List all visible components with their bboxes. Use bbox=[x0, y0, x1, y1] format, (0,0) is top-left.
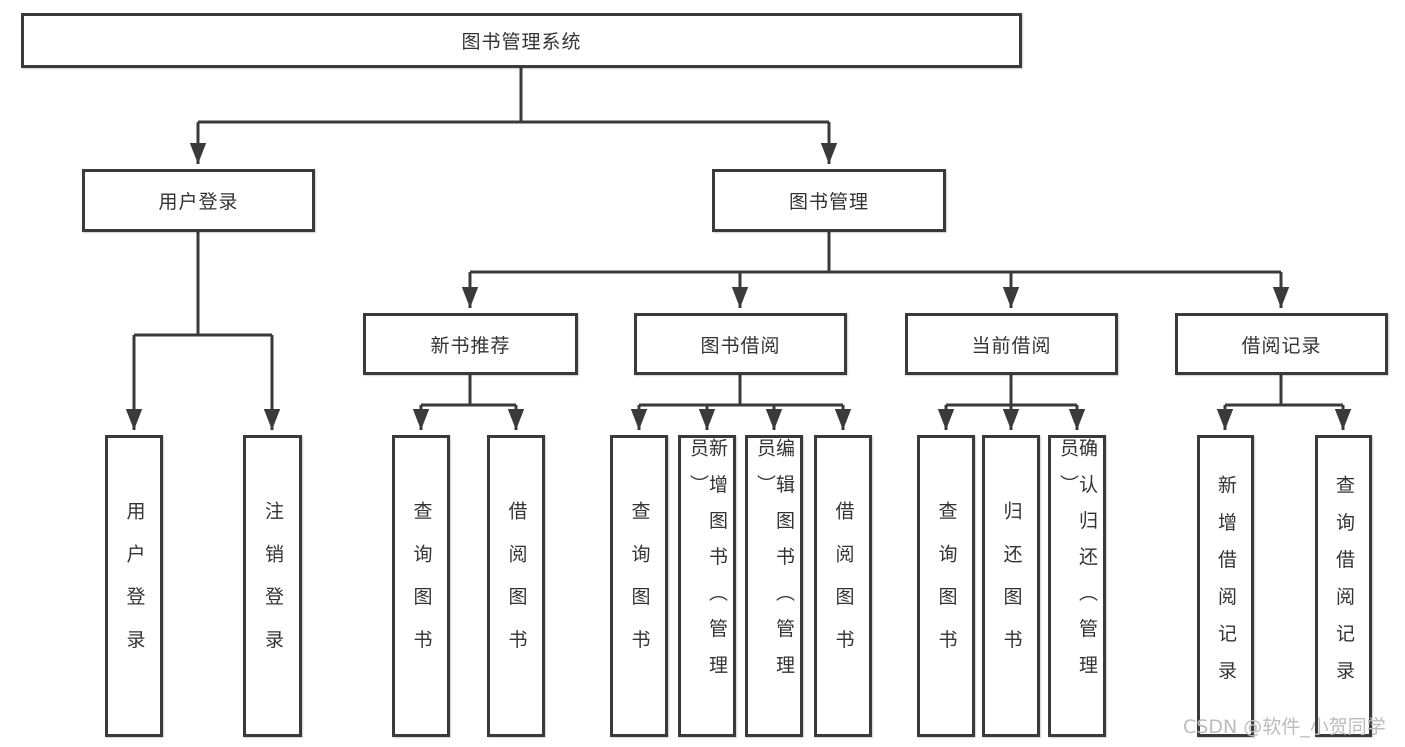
node-label: 查询图书 bbox=[628, 500, 651, 672]
node-label: 确认归还（管理员） bbox=[1057, 438, 1098, 691]
leaf-logout: 注销登录 bbox=[243, 435, 302, 737]
node-new-book-recommend: 新书推荐 bbox=[363, 313, 578, 375]
node-label: 新增借阅记录 bbox=[1215, 474, 1237, 698]
node-label: 用户登录 bbox=[123, 500, 146, 672]
node-borrowing-records: 借阅记录 bbox=[1175, 313, 1388, 375]
leaf-query-books: 查询图书 bbox=[610, 435, 668, 737]
node-label: 借阅图书 bbox=[832, 500, 855, 672]
leaf-query-borrow-record: 查询借阅记录 bbox=[1315, 435, 1372, 737]
node-label: 当前借阅 bbox=[971, 334, 1052, 357]
node-library-system: 图书管理系统 bbox=[21, 13, 1022, 68]
node-label: 查询图书 bbox=[935, 500, 958, 672]
leaf-add-borrow-record: 新增借阅记录 bbox=[1197, 435, 1254, 737]
node-label: 图书借阅 bbox=[700, 334, 781, 357]
node-current-borrowing: 当前借阅 bbox=[905, 313, 1118, 375]
leaf-query-books: 查询图书 bbox=[392, 435, 450, 737]
node-label: 查询借阅记录 bbox=[1333, 474, 1355, 698]
leaf-confirm-return-admin: 确认归还（管理员） bbox=[1048, 435, 1106, 737]
node-label: 编辑图书（管理员） bbox=[754, 438, 795, 691]
node-book-borrowing: 图书借阅 bbox=[634, 313, 847, 375]
leaf-query-books: 查询图书 bbox=[917, 435, 975, 737]
node-user-login: 用户登录 bbox=[82, 169, 315, 232]
node-label: 图书管理 bbox=[788, 191, 869, 213]
node-label: 新书推荐 bbox=[430, 334, 511, 357]
leaf-return-books: 归还图书 bbox=[982, 435, 1040, 737]
node-book-management: 图书管理 bbox=[712, 169, 946, 232]
node-label: 新增图书（管理员） bbox=[687, 438, 728, 691]
node-label: 注销登录 bbox=[262, 500, 284, 672]
node-label: 图书管理系统 bbox=[461, 31, 582, 53]
leaf-borrow-books: 借阅图书 bbox=[814, 435, 872, 737]
leaf-edit-books-admin: 编辑图书（管理员） bbox=[745, 435, 803, 737]
node-label: 借阅图书 bbox=[505, 500, 528, 672]
node-label: 用户登录 bbox=[158, 191, 239, 213]
leaf-user-login: 用户登录 bbox=[105, 435, 163, 737]
leaf-add-books-admin: 新增图书（管理员） bbox=[678, 435, 736, 737]
leaf-borrow-books: 借阅图书 bbox=[487, 435, 545, 737]
node-label: 借阅记录 bbox=[1241, 334, 1322, 357]
node-label: 归还图书 bbox=[1000, 500, 1023, 672]
csdn-watermark: CSDN @软件_小贺同学 bbox=[1183, 716, 1386, 738]
node-label: 查询图书 bbox=[410, 500, 433, 672]
